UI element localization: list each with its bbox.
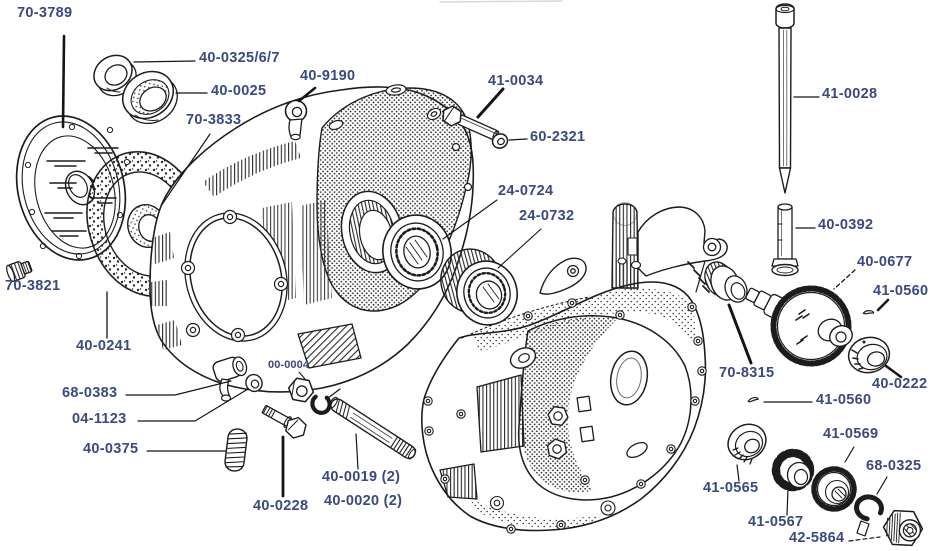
part-label-40-0325-6-7: 40-0325/6/7 <box>199 50 280 66</box>
part-label-40-0677: 40-0677 <box>857 254 913 270</box>
part-label-24-0732: 24-0732 <box>519 208 575 224</box>
part-label-24-0724: 24-0724 <box>498 183 554 199</box>
part-label-04-1123: 04-1123 <box>72 411 127 427</box>
part-drawing-eyebolt-40-9190 <box>284 99 308 141</box>
part-label-41-0565: 41-0565 <box>703 480 759 496</box>
part-drawing-stud-40-0019 <box>328 396 417 460</box>
part-drawing-nut-42-5864 <box>882 509 924 547</box>
part-drawing-cover-70-3789 <box>15 115 131 261</box>
part-drawing-union-68-0383 <box>212 356 248 402</box>
part-label-40-0375: 40-0375 <box>83 441 139 457</box>
part-drawing-washer-60-2428 <box>310 393 332 415</box>
part-drawing-spring-40-0375 <box>224 428 248 472</box>
part-label-41-0569: 41-0569 <box>823 426 879 442</box>
part-drawing-seal-40-0025 <box>122 70 178 125</box>
part-drawing-camshaft-gear-40-0677 <box>745 285 853 367</box>
part-label-41-0034: 41-0034 <box>488 73 544 89</box>
part-drawing-gear-41-0569 <box>811 466 857 512</box>
part-label-70-3789: 70-3789 <box>17 5 73 21</box>
part-drawing-rod-41-0028 <box>775 3 795 194</box>
part-drawing-bush-70-8315 <box>704 261 748 303</box>
part-label-68-0383: 68-0383 <box>62 385 118 401</box>
part-drawing-bush-40-0222 <box>847 336 891 374</box>
part-label-68-0325: 68-0325 <box>866 458 922 474</box>
part-label-42-5864: 42-5864 <box>789 530 845 546</box>
part-label-40-0020: 40-0020 (2) <box>324 493 403 509</box>
part-label-40-0025: 40-0025 <box>211 83 267 99</box>
part-label-41-0560-lower: 41-0560 <box>816 392 872 408</box>
part-drawing-pin-41-0560-upper <box>862 310 875 315</box>
part-label-41-0028: 41-0028 <box>822 86 878 102</box>
engine-mount-bracket <box>539 202 728 295</box>
part-drawing-bearing-24-0732 <box>440 248 518 326</box>
part-drawing-washer-60-2321 <box>491 133 509 149</box>
part-label-40-0222: 40-0222 <box>872 376 928 392</box>
part-label-40-0241: 40-0241 <box>76 338 132 354</box>
part-drawing-washer-04-1123 <box>245 373 263 393</box>
crankcase-half-right-drawing <box>421 202 728 534</box>
part-drawing-cup-41-0565 <box>727 423 767 465</box>
part-label-40-0019: 40-0019 (2) <box>322 469 401 485</box>
part-label-40-9190: 40-9190 <box>300 68 356 84</box>
part-drawing-nut-00-0004 <box>287 377 315 403</box>
scan-artifact-line <box>439 0 563 3</box>
part-drawing-plug-70-3821 <box>6 260 33 283</box>
part-drawing-rod-40-0392 <box>771 203 799 277</box>
part-drawing-pinion-41-0567 <box>771 448 815 492</box>
part-label-40-0392: 40-0392 <box>818 217 874 233</box>
part-label-60-2321: 60-2321 <box>530 129 586 145</box>
part-label-70-3833: 70-3833 <box>186 112 242 128</box>
part-drawing-bearing-24-0724 <box>382 214 452 290</box>
part-label-40-0228: 40-0228 <box>253 498 309 514</box>
part-drawing-washer-68-0325 <box>854 494 884 537</box>
crankcase-half-left-drawing <box>149 84 475 393</box>
part-label-00-0004: 00-0004 <box>268 359 310 371</box>
part-drawing-pin-41-0560-lower <box>747 396 759 403</box>
leader-lines <box>61 34 903 542</box>
part-label-41-0560-upper: 41-0560 <box>873 283 929 299</box>
part-label-70-8315: 70-8315 <box>719 365 775 381</box>
part-label-41-0567: 41-0567 <box>748 514 804 530</box>
part-label-70-3821: 70-3821 <box>5 278 61 294</box>
part-drawing-bolt-40-0228 <box>261 405 307 439</box>
